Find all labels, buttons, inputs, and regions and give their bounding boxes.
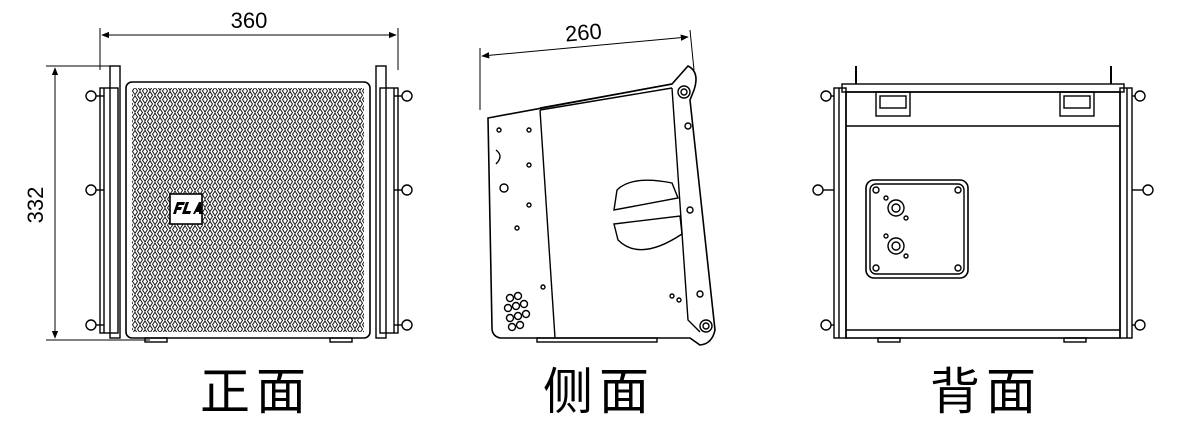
side-handle-upper (613, 179, 679, 211)
side-depth-dimension-line (481, 34, 689, 59)
front-height-label: 332 (23, 187, 48, 224)
back-rigging-rings (812, 90, 1154, 331)
back-view-caption: 背面 (930, 363, 1042, 421)
front-view (46, 28, 413, 343)
connector-panel (865, 179, 969, 279)
side-view (479, 29, 716, 346)
front-grille (125, 81, 371, 339)
side-view-caption: 侧面 (543, 363, 655, 421)
back-cabinet (845, 91, 1121, 339)
side-port-holes (503, 291, 531, 332)
side-cabinet (487, 65, 716, 346)
speakon-connector-1 (883, 195, 909, 221)
front-view-caption: 正面 (200, 363, 312, 421)
front-width-label: 360 (231, 8, 268, 33)
front-rigging-rings (85, 90, 413, 331)
side-depth-label: 260 (564, 18, 603, 46)
back-view (812, 66, 1154, 343)
side-handle-lower (613, 215, 683, 251)
speakon-connector-2 (883, 233, 909, 259)
